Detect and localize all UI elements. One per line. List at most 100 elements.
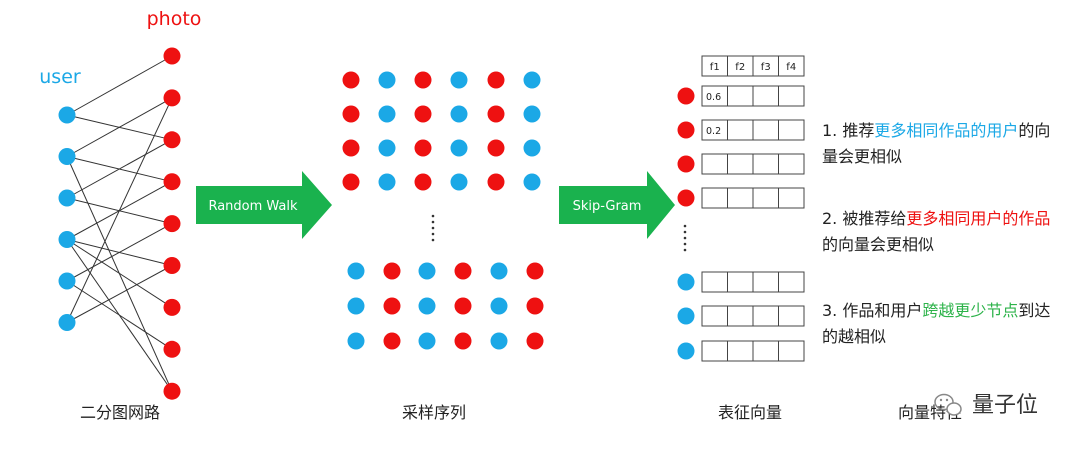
embedding-cell-5-4 <box>778 271 805 293</box>
sequence-node-top-2-4 <box>450 105 468 123</box>
embedding-cell-3-2 <box>727 153 754 175</box>
sequence-node-top-2-1 <box>342 105 360 123</box>
note-3-part-1: 作品和用户 <box>842 301 923 320</box>
note-1-part-2: 更多相同作品的用户 <box>874 121 1019 140</box>
sequence-node-bottom-2-5 <box>490 297 508 315</box>
caption-embedding: 表征向量 <box>718 403 782 422</box>
feature-value-2: 0.2 <box>706 126 721 137</box>
sequence-node-bottom-3-4 <box>454 332 472 350</box>
sequence-node-top-1-3 <box>414 71 432 89</box>
photo-node-2 <box>163 89 181 107</box>
embedding-cell-1-3 <box>752 85 779 107</box>
embedding-cell-5-3 <box>752 271 779 293</box>
note-3-part-2: 跨越更少节点 <box>922 301 1019 320</box>
embedding-cell-3-4 <box>778 153 805 175</box>
embedding-cell-2-4 <box>778 119 805 141</box>
property-note-3: 3. 作品和用户跨越更少节点到达的越相似 <box>822 298 1062 350</box>
sequence-node-bottom-1-6 <box>526 262 544 280</box>
sequence-node-bottom-1-5 <box>490 262 508 280</box>
watermark-text: 量子位 <box>972 393 1038 418</box>
feature-value-1: 0.6 <box>706 92 721 103</box>
graph-edge-11 <box>66 223 173 282</box>
feature-header-1: f1 <box>710 62 720 73</box>
sequence-node-bottom-3-6 <box>526 332 544 350</box>
embedding-cell-6-2 <box>727 305 754 327</box>
feature-header-cell-4 <box>778 55 805 77</box>
sequence-node-top-1-4 <box>450 71 468 89</box>
embedding-cell-4-3 <box>752 187 779 209</box>
wechat-icon <box>934 393 962 416</box>
user-label: user <box>39 66 81 88</box>
embedding-cell-2-2 <box>727 119 754 141</box>
sequence-node-bottom-2-6 <box>526 297 544 315</box>
sequence-node-bottom-1-4 <box>454 262 472 280</box>
note-1-part-3: 的向量会更相似 <box>822 121 1051 166</box>
embedding-cell-3-3 <box>752 153 779 175</box>
embedding-node-5 <box>677 273 695 291</box>
sequence-node-top-4-5 <box>487 173 505 191</box>
sequence-node-top-2-3 <box>414 105 432 123</box>
embedding-node-2 <box>677 121 695 139</box>
random-walk-arrow-shape <box>196 171 332 239</box>
embedding-node-1 <box>677 87 695 105</box>
caption-sequences: 采样序列 <box>402 403 466 422</box>
feature-header-3: f3 <box>761 62 771 73</box>
note-2-part-3: 的向量会更相似 <box>822 235 935 254</box>
embedding-cell-4-2 <box>727 187 754 209</box>
caption-bipartite: 二分图网路 <box>80 403 160 422</box>
caption-vector-property: 向量特性 <box>898 403 962 422</box>
sequence-ellipsis <box>431 214 435 242</box>
photo-node-3 <box>163 131 181 149</box>
sampled-sequences <box>342 71 544 350</box>
photo-label: photo <box>147 8 202 30</box>
sequence-node-bottom-1-1 <box>347 262 365 280</box>
random-walk-arrow: Random Walk <box>196 171 332 239</box>
sequence-node-top-1-2 <box>378 71 396 89</box>
graph-edge-13 <box>66 265 173 323</box>
embedding-node-3 <box>677 155 695 173</box>
user-node-4 <box>58 231 76 248</box>
sequence-node-top-1-6 <box>523 71 541 89</box>
graph-edge-14 <box>66 97 173 323</box>
embedding-node-4 <box>677 189 695 207</box>
note-1-part-1: 推荐 <box>842 121 875 140</box>
skip-gram-label: Skip-Gram <box>573 199 642 214</box>
sequence-node-bottom-2-3 <box>418 297 436 315</box>
sequence-node-top-4-1 <box>342 173 360 191</box>
embedding-cell-7-2 <box>727 340 754 362</box>
graph-edge-15 <box>66 156 173 392</box>
embedding-cell-7-3 <box>752 340 779 362</box>
sequence-node-bottom-3-3 <box>418 332 436 350</box>
note-3-part-3: 到达的越相似 <box>822 301 1051 346</box>
sequence-node-bottom-2-4 <box>454 297 472 315</box>
sequence-node-top-2-2 <box>378 105 396 123</box>
skip-gram-arrow-shape <box>559 171 675 239</box>
photo-node-4 <box>163 173 181 191</box>
user-node-2 <box>58 148 76 165</box>
note-2-number: 2. <box>822 209 843 228</box>
photo-node-6 <box>163 257 181 274</box>
graph-nodes <box>58 47 181 400</box>
sequence-node-bottom-2-2 <box>383 297 401 315</box>
random-walk-label: Random Walk <box>208 199 298 214</box>
photo-node-8 <box>163 340 181 358</box>
sequence-node-top-3-1 <box>342 139 360 157</box>
graph-edge-12 <box>66 280 173 350</box>
property-note-2: 2. 被推荐给更多相同用户的作品的向量会更相似 <box>822 206 1062 258</box>
embedding-cell-7-4 <box>778 340 805 362</box>
note-1-number: 1. <box>822 121 843 140</box>
embedding-node-7 <box>677 342 695 360</box>
sequence-node-top-2-6 <box>523 105 541 123</box>
sequence-node-top-1-1 <box>342 71 360 89</box>
note-2-part-2: 更多相同用户的作品 <box>906 209 1051 228</box>
photo-node-1 <box>163 47 181 65</box>
embedding-cell-7-1 <box>701 340 728 362</box>
embedding-cell-4-1 <box>701 187 728 209</box>
sequence-node-top-1-5 <box>487 71 505 89</box>
photo-node-9 <box>163 382 181 400</box>
graph-edge-1 <box>66 55 173 116</box>
sequence-node-top-3-2 <box>378 139 396 157</box>
